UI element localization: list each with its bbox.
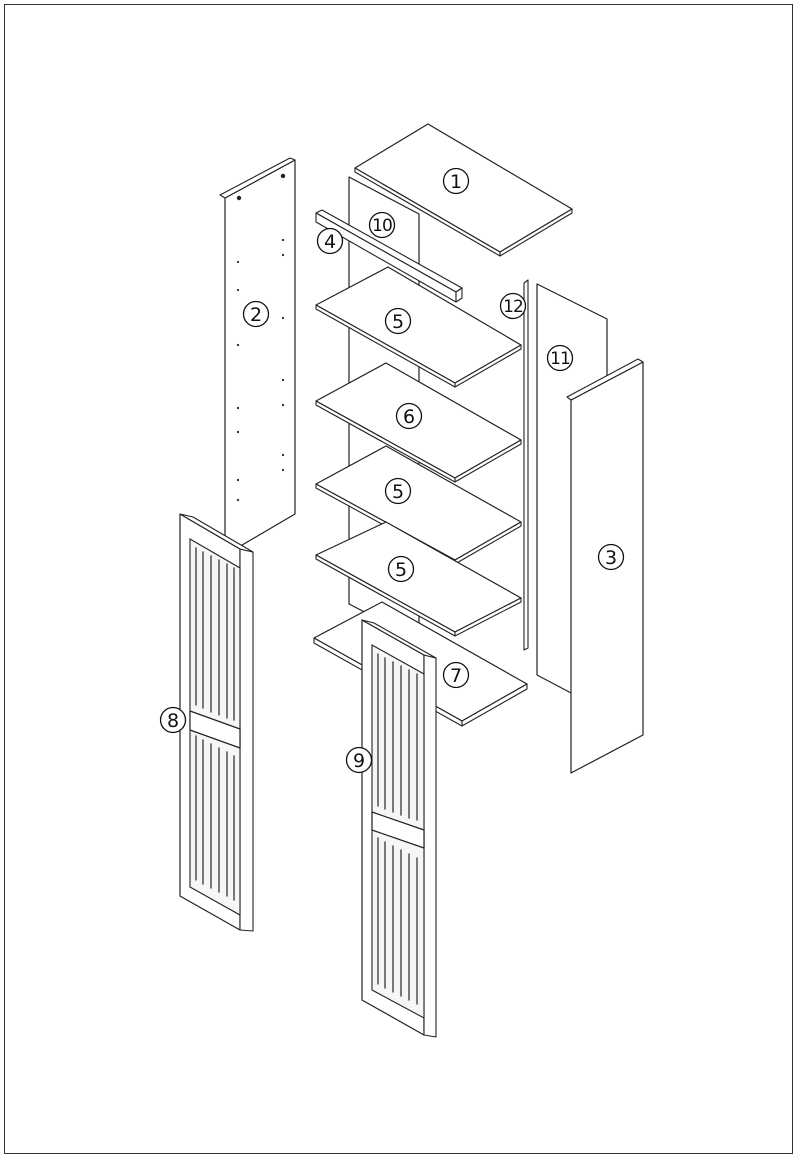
part-number-text: 5: [392, 311, 404, 333]
part-number-2: 2: [242, 300, 270, 328]
part-number-4: 4: [316, 227, 344, 255]
part-number-circle: [442, 661, 470, 689]
part-number-5b: 5: [384, 477, 412, 505]
part-number-text: 4: [324, 231, 336, 253]
part-number-text: 5: [395, 559, 407, 581]
part-number-circle: [242, 300, 270, 328]
part-number-12: 12: [499, 292, 527, 320]
part-number-1: 1: [442, 167, 470, 195]
part-number-circle: [597, 543, 625, 571]
rod-part: [523, 279, 529, 651]
part-number-3: 3: [597, 543, 625, 571]
part-number-text: 12: [503, 297, 523, 317]
part-number-circle: [384, 477, 412, 505]
part-number-8: 8: [159, 706, 187, 734]
part-number-circle: [546, 344, 574, 372]
part-number-circle: [499, 292, 527, 320]
part-number-7: 7: [442, 661, 470, 689]
door-part: [361, 619, 437, 1038]
part-number-5a: 5: [384, 307, 412, 335]
part-number-circle: [387, 555, 415, 583]
shelf-part: [315, 521, 522, 637]
part-number-circle: [442, 167, 470, 195]
part-number-text: 9: [353, 750, 365, 772]
part-number-9: 9: [345, 746, 373, 774]
part-number-circle: [159, 706, 187, 734]
part-number-text: 1: [450, 171, 462, 193]
part-number-text: 5: [392, 481, 404, 503]
part-number-text: 8: [167, 710, 179, 732]
drawing-frame: [4, 4, 793, 1154]
part-number-6: 6: [395, 402, 423, 430]
part-number-circle: [384, 307, 412, 335]
part-number-text: 7: [450, 665, 462, 687]
part-number-10: 10: [368, 211, 396, 239]
rail-part: [315, 209, 463, 303]
part-number-text: 6: [403, 406, 415, 428]
part-number-text: 10: [372, 216, 392, 236]
part-number-circle: [368, 211, 396, 239]
part-number-5c: 5: [387, 555, 415, 583]
part-number-text: 11: [550, 349, 570, 369]
door-part: [179, 513, 254, 932]
part-number-circle: [395, 402, 423, 430]
part-number-11: 11: [546, 344, 574, 372]
part-number-text: 2: [250, 304, 262, 326]
part-number-text: 3: [605, 547, 617, 569]
part-number-circle: [345, 746, 373, 774]
left-side-panel-part: [219, 157, 296, 556]
part-number-circle: [316, 227, 344, 255]
shelf-part: [315, 266, 522, 388]
